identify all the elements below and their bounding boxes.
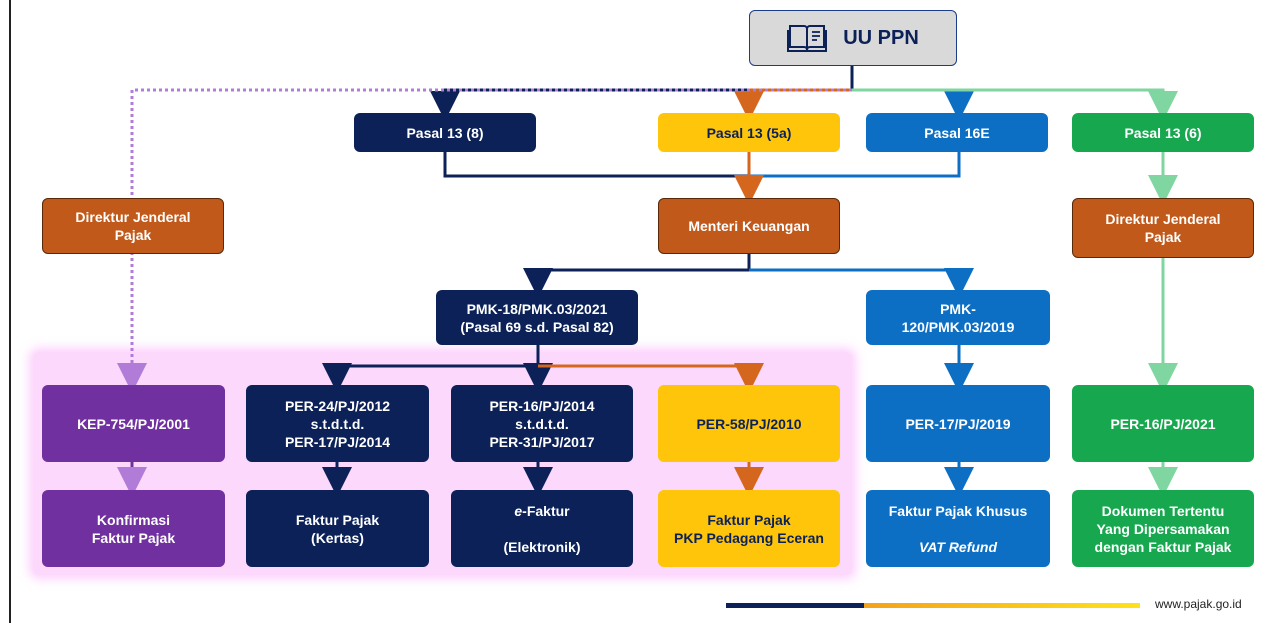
per-58-node: PER-58/PJ/2010 bbox=[658, 385, 840, 462]
e-faktur-sub: (Elektronik) bbox=[503, 538, 581, 555]
footer-url[interactable]: www.pajak.go.id bbox=[1155, 597, 1242, 611]
per-16-2014-node: PER-16/PJ/2014 s.t.d.t.d. PER-31/PJ/2017 bbox=[451, 385, 633, 462]
kep-754-node: KEP-754/PJ/2001 bbox=[42, 385, 225, 462]
dokumen-tertentu-node: Dokumen Tertentu Yang Dipersamakan denga… bbox=[1072, 490, 1254, 567]
pmk-18-node: PMK-18/PMK.03/2021 (Pasal 69 s.d. Pasal … bbox=[436, 290, 638, 345]
footer-bar-gold bbox=[864, 603, 1140, 608]
faktur-khusus-label: Faktur Pajak Khusus bbox=[888, 502, 1028, 519]
menteri-keuangan-node: Menteri Keuangan bbox=[658, 198, 840, 254]
pmk-120-node: PMK- 120/PMK.03/2019 bbox=[866, 290, 1050, 345]
e-faktur-prefix: e bbox=[514, 502, 523, 519]
faktur-kertas-node: Faktur Pajak (Kertas) bbox=[246, 490, 429, 567]
pasal-16e-node: Pasal 16E bbox=[866, 113, 1048, 152]
vat-refund-label: VAT Refund bbox=[918, 538, 998, 555]
dirjen-pajak-left-node: Direktur Jenderal Pajak bbox=[42, 198, 224, 254]
e-faktur-node: e-Faktur (Elektronik) bbox=[451, 490, 633, 567]
dirjen-pajak-right-node: Direktur Jenderal Pajak bbox=[1072, 198, 1254, 258]
faktur-khusus-node: Faktur Pajak Khusus VAT Refund bbox=[866, 490, 1050, 567]
uu-ppn-node: UU PPN bbox=[749, 10, 957, 66]
per-16-2021-node: PER-16/PJ/2021 bbox=[1072, 385, 1254, 462]
root-label: UU PPN bbox=[843, 26, 919, 49]
pasal-13-6-node: Pasal 13 (6) bbox=[1072, 113, 1254, 152]
per-24-node: PER-24/PJ/2012 s.t.d.t.d. PER-17/PJ/2014 bbox=[246, 385, 429, 462]
e-faktur-label: -Faktur bbox=[522, 502, 570, 519]
faktur-pedagang-eceran-node: Faktur Pajak PKP Pedagang Eceran bbox=[658, 490, 840, 567]
book-icon bbox=[787, 25, 828, 52]
per-17-2019-node: PER-17/PJ/2019 bbox=[866, 385, 1050, 462]
konfirmasi-faktur-node: Konfirmasi Faktur Pajak bbox=[42, 490, 225, 567]
left-frame-line bbox=[9, 0, 11, 623]
footer-bar-navy bbox=[726, 603, 864, 608]
pasal-13-8-node: Pasal 13 (8) bbox=[354, 113, 536, 152]
pasal-13-5a-node: Pasal 13 (5a) bbox=[658, 113, 840, 152]
